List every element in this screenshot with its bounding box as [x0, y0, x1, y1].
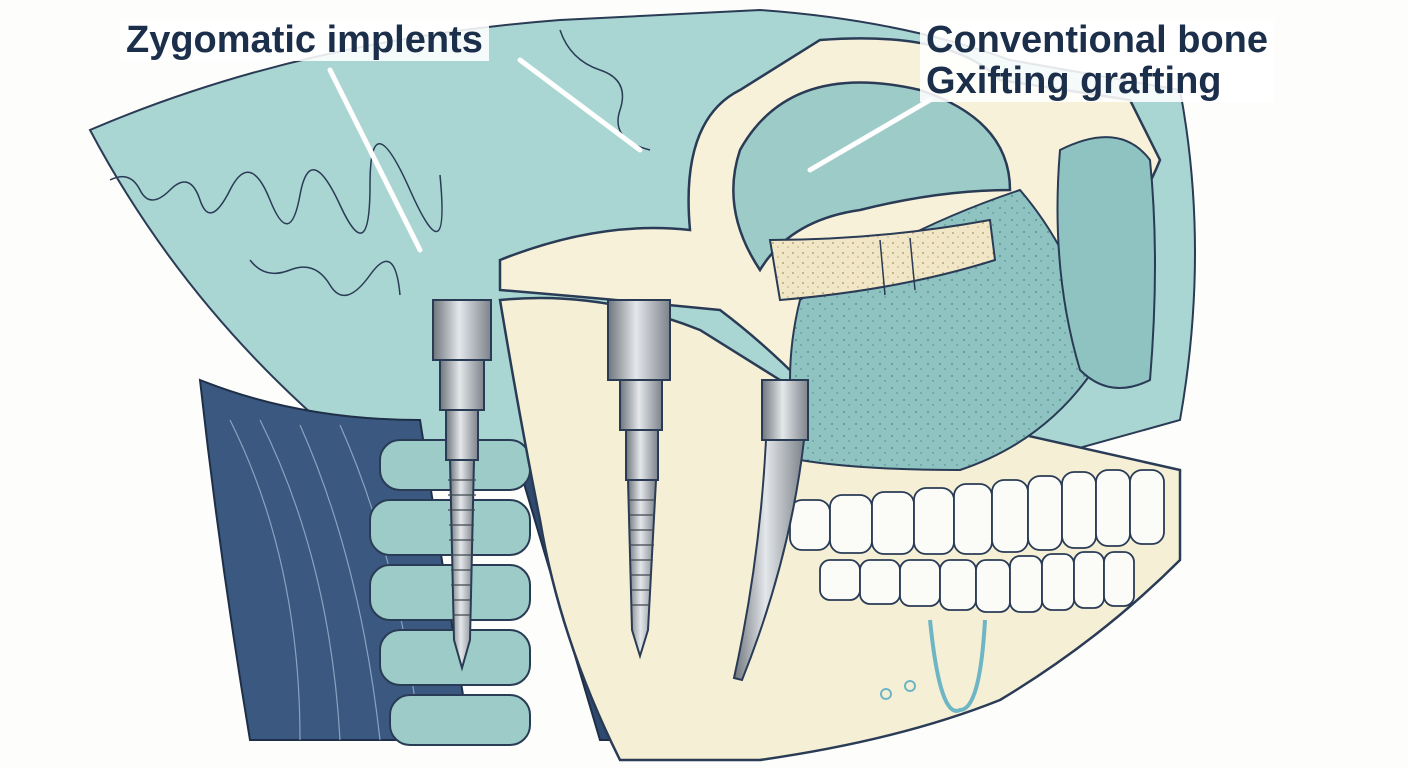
orbit	[732, 81, 1012, 273]
leader-bone-graft	[807, 97, 933, 173]
zygomatic-implant-3	[732, 379, 809, 682]
zygomatic-implant-2	[607, 299, 671, 660]
teeth	[789, 469, 1165, 613]
leader-zygomatic-1	[327, 67, 423, 253]
bone-grafting-label: Conventional bone Gxifting grafting	[920, 19, 1274, 103]
mental-foramen-2	[904, 680, 916, 692]
cranial-suture	[109, 143, 443, 234]
cranial-suture-2	[249, 259, 401, 297]
leader-lines	[327, 57, 933, 253]
tooth-root	[928, 619, 987, 713]
zygomatic-implant-1	[432, 299, 492, 672]
bone-grafting-label-line2: Gxifting grafting	[926, 60, 1222, 103]
bone-grafting-label-line1: Conventional bone	[926, 19, 1268, 61]
mental-foramen-1	[880, 688, 892, 700]
leader-zygomatic-2	[517, 57, 643, 153]
nasal-cavity	[1056, 136, 1156, 389]
zygomatic-implants-label: Zygomatic implents	[120, 19, 489, 62]
